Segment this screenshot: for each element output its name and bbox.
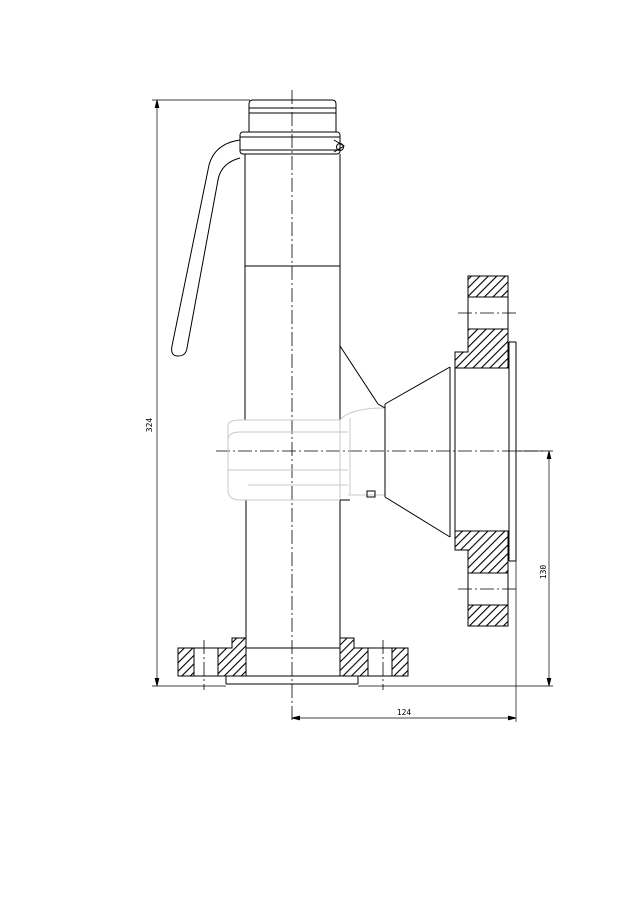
body-housing bbox=[227, 407, 386, 501]
hatch-inlet-right-inner bbox=[339, 637, 369, 677]
inlet-flange bbox=[177, 637, 409, 685]
hatch-bottom-outer bbox=[467, 604, 509, 627]
hatch-inlet-left-inner bbox=[217, 637, 247, 677]
hatch-inlet-right-outer bbox=[391, 647, 409, 677]
outlet-flange bbox=[454, 355, 510, 549]
hatch-inlet-left-outer bbox=[177, 647, 195, 677]
dim-324-label: 324 bbox=[145, 418, 154, 433]
hatch-top-outer bbox=[467, 275, 509, 298]
hatch-top-inner bbox=[454, 328, 509, 369]
dim-130-label: 130 bbox=[539, 565, 548, 580]
center-lines bbox=[203, 90, 546, 722]
dim-124-label: 124 bbox=[397, 708, 412, 717]
lever-handle bbox=[171, 139, 241, 357]
pin-circle bbox=[336, 143, 344, 151]
top-cap bbox=[248, 99, 337, 114]
outlet-flange-hatch bbox=[454, 275, 509, 627]
dimension-lines bbox=[152, 99, 553, 722]
lever-ring bbox=[239, 131, 341, 155]
lever-pin bbox=[333, 139, 345, 153]
small-plug bbox=[366, 490, 376, 498]
valve-column bbox=[239, 99, 345, 640]
hatch-bottom-inner bbox=[454, 530, 509, 574]
